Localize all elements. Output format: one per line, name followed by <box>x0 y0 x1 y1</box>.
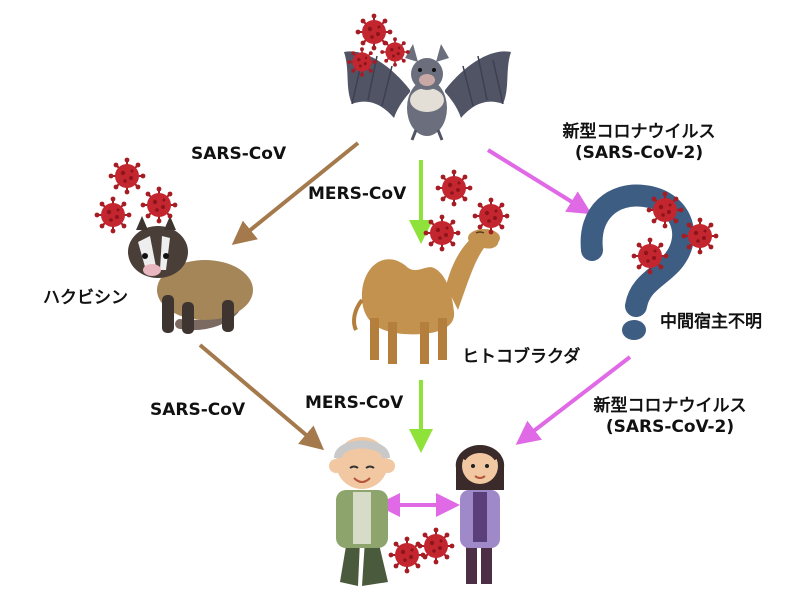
arrow-sars-civet-to-human <box>198 343 325 451</box>
label-sars2-human-line1: 新型コロナウイルス <box>593 396 747 416</box>
virus-icon <box>107 156 147 196</box>
virus-icon <box>434 168 474 208</box>
virus-icon <box>416 526 456 566</box>
label-unknown-host: 中間宿主不明 <box>660 312 762 332</box>
virus-icon <box>93 195 133 235</box>
label-mers-camel-to-human: MERS-CoV <box>305 393 404 413</box>
camel-icon <box>352 229 500 364</box>
label-sars2-unknown-to-human: 新型コロナウイルス (SARS-CoV-2) <box>560 396 780 439</box>
label-sars2-bat-line2: (SARS-CoV-2) <box>574 143 704 164</box>
label-civet: ハクビシン <box>43 288 128 308</box>
bat-icon <box>344 44 511 141</box>
label-sars-civet-to-human: SARS-CoV <box>150 400 246 420</box>
virus-icon <box>422 213 462 253</box>
virus-icon <box>471 196 511 236</box>
label-mers-bat-to-camel: MERS-CoV <box>308 184 407 204</box>
label-sars2-human-line2: (SARS-CoV-2) <box>605 417 735 438</box>
arrow-sars-bat-to-civet <box>231 141 360 246</box>
virus-icon <box>139 185 179 225</box>
arrow-sars2-unknown-to-human <box>515 355 632 445</box>
label-camel: ヒトコブラクダ <box>462 347 581 367</box>
woman-icon <box>455 445 505 584</box>
label-sars2-bat-to-unknown: 新型コロナウイルス (SARS-CoV-2) <box>534 122 744 165</box>
label-sars-bat-to-civet: SARS-CoV <box>191 144 287 164</box>
civet-icon <box>128 216 253 334</box>
label-sars2-bat-line1: 新型コロナウイルス <box>562 122 716 142</box>
arrow-sars2-bat-to-unknown <box>486 148 592 215</box>
virus-icon <box>387 535 427 575</box>
elderly-man-icon <box>329 437 395 586</box>
